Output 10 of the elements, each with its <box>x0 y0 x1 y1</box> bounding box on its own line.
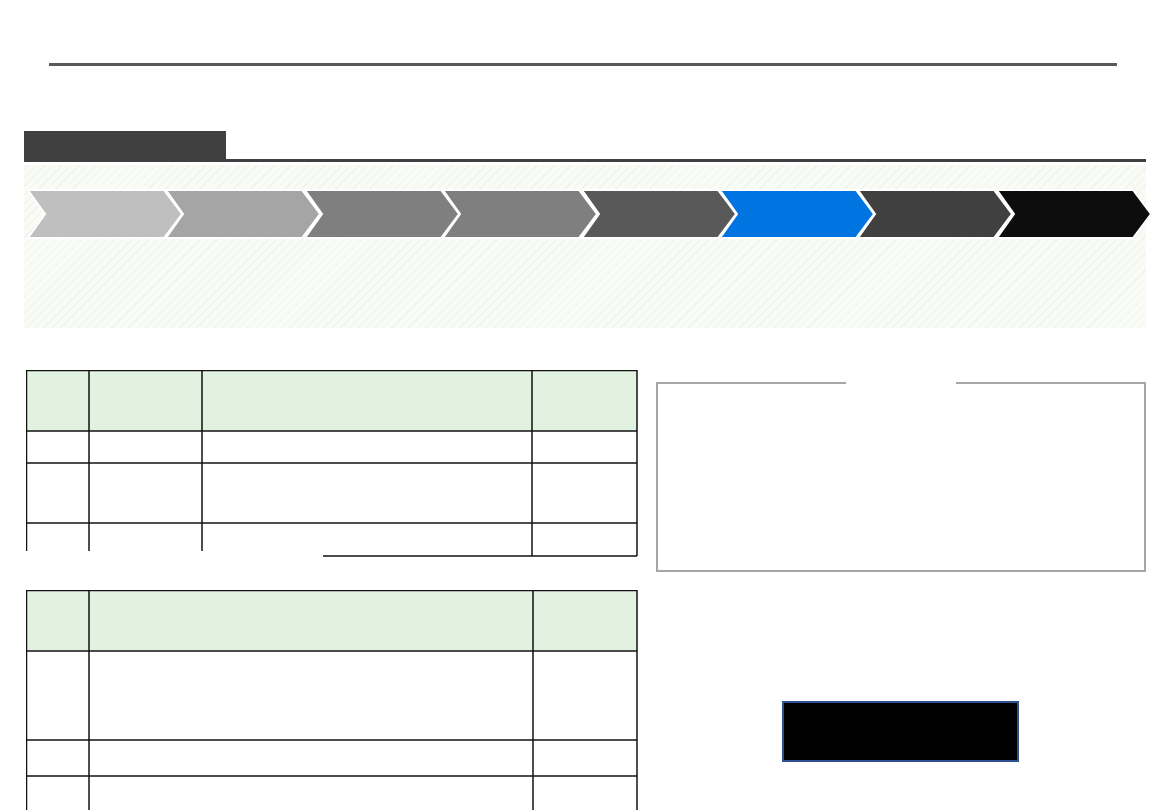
section-tab <box>24 131 226 161</box>
frame-box <box>656 382 1146 572</box>
filled-box <box>782 701 1019 762</box>
chevron-step <box>165 189 321 239</box>
chevron-step <box>996 189 1152 239</box>
data-table <box>26 590 638 810</box>
chevron-step <box>857 189 1013 239</box>
chevron-step <box>27 189 183 239</box>
chevron-step <box>442 189 598 239</box>
data-table <box>26 370 638 558</box>
